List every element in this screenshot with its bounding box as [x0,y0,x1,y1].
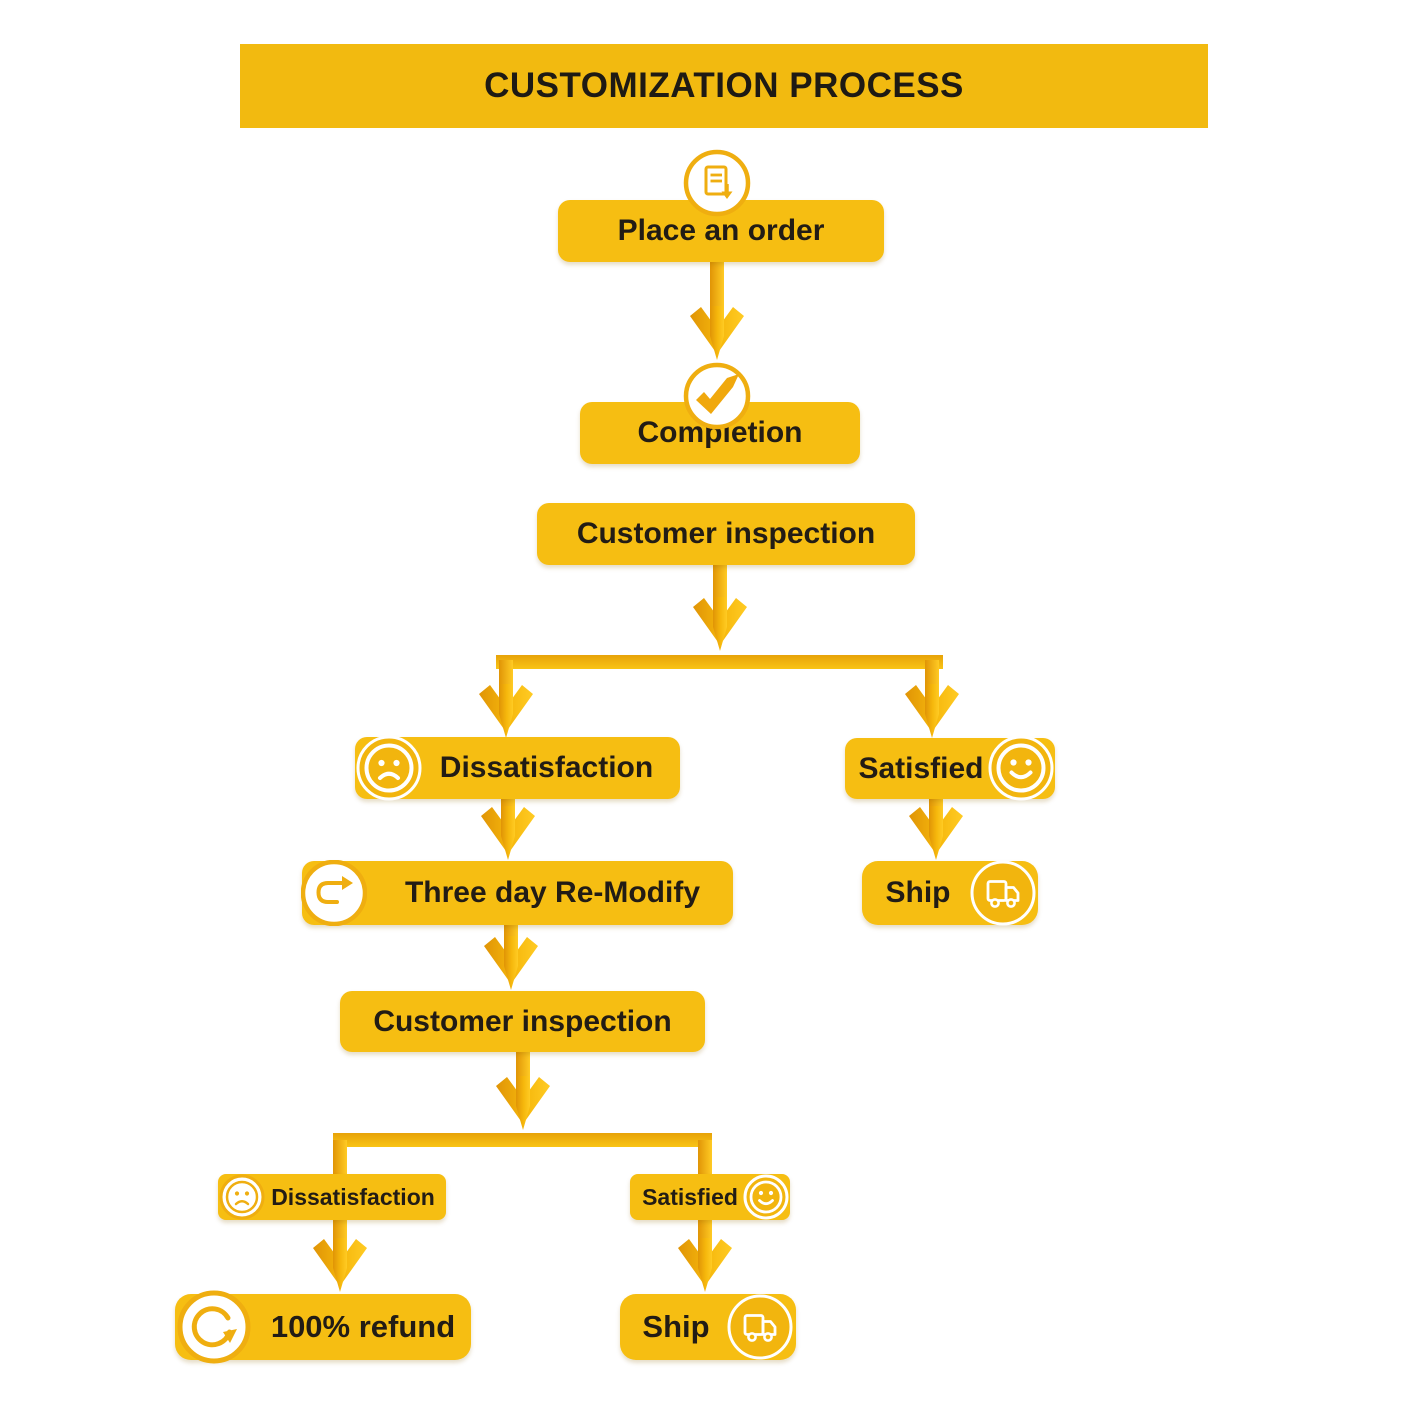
arrow-stem [516,1052,530,1082]
node-completion: Completion [580,402,860,464]
arrow-down-icon [690,306,744,360]
sad-face-icon [356,735,422,801]
arrow-down-icon [905,684,959,738]
node-label: Satisfied [858,751,984,785]
smiley-face-icon [988,735,1054,801]
node-label: Satisfied [642,1183,738,1210]
sad-face-icon [219,1174,265,1220]
node-customer-inspection-2: Customer inspection [340,991,705,1052]
circular-refund-arrow-icon [177,1290,251,1364]
smiley-face-icon [743,1174,789,1220]
delivery-truck-icon [970,860,1036,926]
node-label: Dissatisfaction [439,751,654,784]
node-label: Customer inspection [576,517,876,550]
arrow-down-icon [909,806,963,860]
redo-arrow-icon [301,860,367,926]
arrow-stem [713,565,727,603]
node-label: Three day Re-Modify [404,876,701,909]
arrow-down-icon [479,684,533,738]
node-label: Customer inspection [373,1004,672,1038]
arrow-down-icon [496,1076,550,1130]
node-label: Place an order [617,214,825,247]
arrow-down-icon [484,936,538,990]
delivery-truck-icon [727,1294,793,1360]
page-title: CUSTOMIZATION PROCESS [240,44,1208,128]
arrow-down-icon [693,597,747,651]
node-label: Ship [642,1309,710,1344]
node-label: Ship [885,876,951,909]
order-document-icon [683,149,751,217]
node-three-day-remodify: Three day Re-Modify [302,861,733,925]
node-place-order: Place an order [558,200,884,262]
branch-bar [496,655,943,669]
arrow-down-icon [481,806,535,860]
branch-bar [333,1133,712,1147]
node-label: Dissatisfaction [271,1183,435,1210]
node-label: 100% refund [270,1309,456,1344]
arrow-stem [710,262,724,314]
arrow-down-icon [678,1238,732,1292]
checkmark-icon [683,362,751,430]
arrow-down-icon [313,1238,367,1292]
node-customer-inspection-1: Customer inspection [537,503,915,565]
